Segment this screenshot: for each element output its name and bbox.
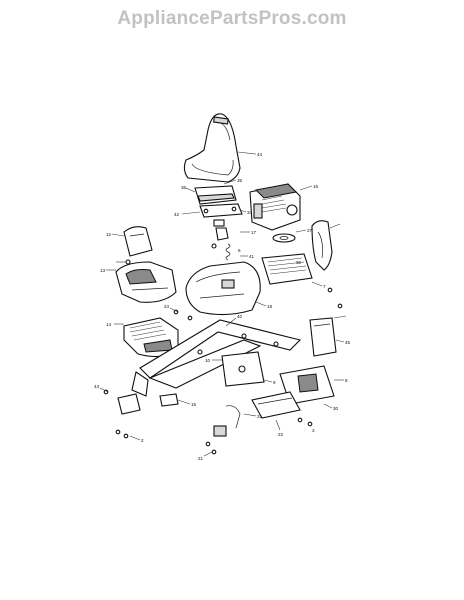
callout-41: 41: [249, 254, 255, 259]
callout-2: 2: [141, 438, 144, 443]
callout-30: 30: [333, 406, 339, 411]
right-side-panel-part: [311, 220, 341, 271]
callout-34: 34: [247, 210, 253, 215]
hood-body-part: [185, 261, 267, 316]
callout-14: 14: [106, 322, 112, 327]
pedal-linkage-part: [213, 405, 257, 437]
right-bracket-part: [309, 315, 347, 357]
hardware-fasteners: [115, 287, 343, 457]
callout-3: 3: [312, 428, 315, 433]
seat-spring-part: [211, 219, 250, 261]
footrest-plate-part: [261, 253, 323, 287]
callout-43: 43: [94, 384, 100, 389]
seat-part: [183, 113, 257, 183]
callout-7: 7: [323, 284, 326, 289]
engine-part: [249, 183, 313, 231]
callout-44: 44: [257, 152, 263, 157]
callout-6: 6: [238, 248, 241, 253]
center-plate-part: [212, 351, 273, 387]
callout-36: 36: [181, 185, 187, 190]
callout-18: 18: [267, 304, 273, 309]
callout-32: 32: [296, 260, 302, 265]
callout-21: 21: [198, 456, 204, 461]
callout-9: 9: [273, 380, 276, 385]
callout-31: 31: [257, 414, 263, 419]
callout-17: 17: [251, 230, 257, 235]
steering-cover-part: [111, 226, 153, 265]
callout-15: 15: [191, 402, 197, 407]
callout-10: 10: [205, 358, 211, 363]
pulley-part: [272, 229, 307, 243]
callout-12: 12: [106, 232, 112, 237]
frame-chassis-part: [131, 317, 302, 397]
callout-45: 45: [345, 340, 351, 345]
callout-16: 16: [313, 184, 319, 189]
callout-40: 40: [237, 314, 243, 319]
callout-42: 42: [174, 212, 180, 217]
callout-27: 27: [307, 228, 313, 233]
left-bracket-part: [99, 387, 191, 415]
callout-35: 35: [237, 178, 243, 183]
callout-8: 8: [345, 378, 348, 383]
callout-22: 22: [278, 432, 284, 437]
callout-13: 13: [100, 268, 106, 273]
battery-tray-part: [279, 365, 344, 409]
seat-bracket-part: [181, 179, 247, 218]
callout-24: 24: [164, 304, 170, 309]
watermark-text: AppliancePartsPros.com: [117, 8, 347, 29]
dash-panel-part: [106, 261, 177, 303]
lower-plate-part: [251, 391, 301, 431]
